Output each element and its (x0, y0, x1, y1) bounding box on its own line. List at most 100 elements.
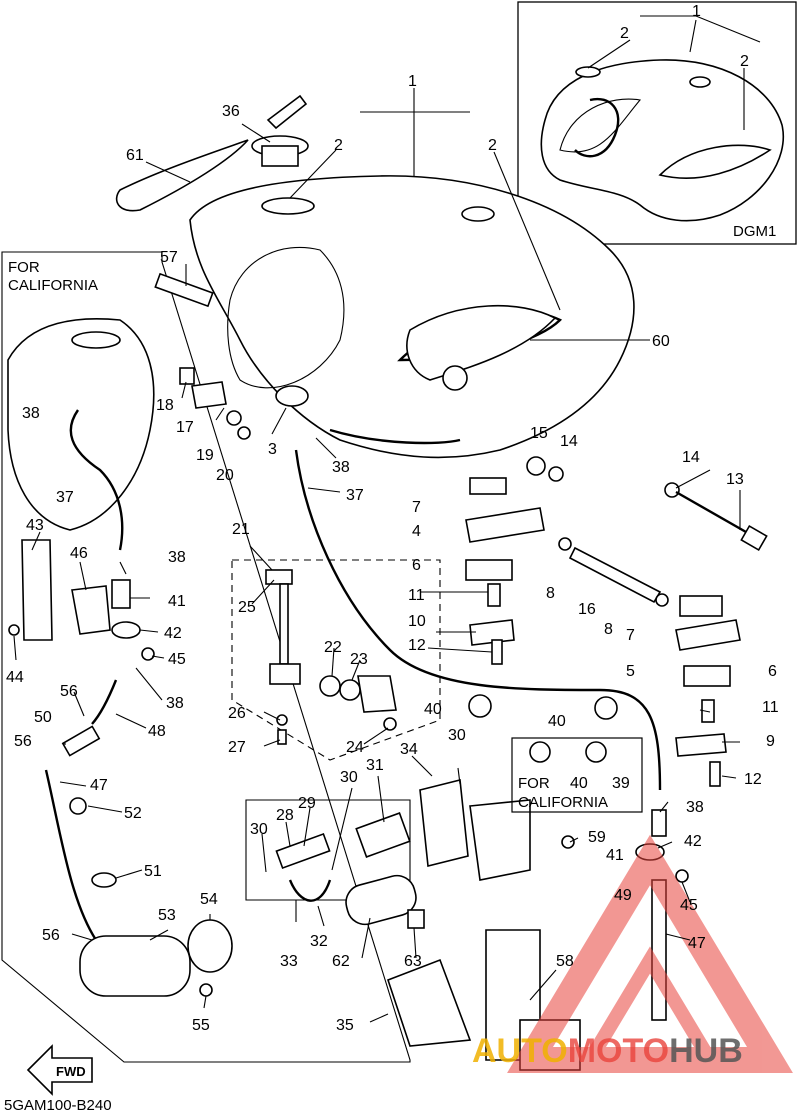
callout-45-right: 45 (680, 897, 698, 914)
callout-37-california: 37 (56, 489, 74, 506)
callout-50: 50 (34, 709, 52, 726)
callout-8-left: 8 (546, 585, 555, 602)
callout-40-inset: 40 (570, 775, 588, 792)
watermark-part3: HUB (669, 1032, 743, 1070)
callout-39: 39 (612, 775, 630, 792)
callout-47-california: 47 (90, 777, 108, 794)
fwd-label: FWD (56, 1064, 86, 1079)
callout-13: 13 (726, 471, 744, 488)
callout-25: 25 (238, 599, 256, 616)
callout-55: 55 (192, 1017, 210, 1034)
watermark-part1: AUTO (472, 1032, 568, 1070)
callout-38-filter: 38 (168, 549, 186, 566)
callout-3: 3 (268, 441, 277, 458)
callout-5: 5 (626, 663, 635, 680)
callout-42-right: 42 (684, 833, 702, 850)
svg-text:AUTOMOTOHUB: AUTOMOTOHUB (472, 1032, 743, 1070)
forward-direction-arrow: FWD (26, 1044, 93, 1096)
callout-31: 31 (366, 757, 384, 774)
callout-61: 61 (126, 147, 144, 164)
callout-38-canister: 38 (22, 405, 40, 422)
callout-15: 15 (530, 425, 548, 442)
callout-56-top: 56 (60, 683, 78, 700)
fuel-tank (189, 175, 635, 459)
dgm1-inset: DGM1 (517, 1, 797, 245)
callout-22: 22 (324, 639, 342, 656)
callout-38-tank: 38 (332, 459, 350, 476)
callout-16: 16 (578, 601, 596, 618)
callout-36: 36 (222, 103, 240, 120)
watermark-logo (507, 834, 793, 1073)
callout-20: 20 (216, 467, 234, 484)
tank-emblem-61 (115, 139, 249, 212)
callout-33: 33 (280, 953, 298, 970)
callout-28: 28 (276, 807, 294, 824)
callout-41-right: 41 (606, 847, 624, 864)
callout-51: 51 (144, 863, 162, 880)
callout-4: 4 (412, 523, 421, 540)
callout-12-left: 12 (408, 637, 426, 654)
diagram-code: 5GAM100-B240 (4, 1097, 112, 1114)
callout-53: 53 (158, 907, 176, 924)
callout-47-right: 47 (688, 935, 706, 952)
callout-12-right: 12 (744, 771, 762, 788)
fuel-pump-group (245, 779, 581, 1071)
callout-30-left: 30 (250, 821, 268, 838)
callout-30-right: 30 (448, 727, 466, 744)
california-panel-label-line1: FOR (8, 259, 40, 276)
callout-11-right: 11 (762, 699, 779, 716)
callout-49: 49 (614, 887, 632, 904)
callout-30-mid: 30 (340, 769, 358, 786)
callout-56-bottom: 56 (42, 927, 60, 944)
hose-clip-40b (594, 696, 618, 720)
filler-cap (251, 94, 309, 167)
callout-38-right: 38 (686, 799, 704, 816)
callout-6-right: 6 (768, 663, 777, 680)
callout-2-right: 2 (488, 137, 497, 154)
callout-41-california: 41 (168, 593, 186, 610)
callout-44: 44 (6, 669, 24, 686)
callout-19: 19 (196, 447, 214, 464)
tank-mount-hardware (465, 456, 768, 787)
california-panel-label-line2: CALIFORNIA (8, 277, 98, 294)
callout-32: 32 (310, 933, 328, 950)
california-clip-inset: FOR CALIFORNIA (511, 737, 643, 813)
leader-lines (13, 15, 761, 1023)
callout-62: 62 (332, 953, 350, 970)
callout-38-hose: 38 (166, 695, 184, 712)
callout-40-right: 40 (548, 713, 566, 730)
callout-37-main: 37 (346, 487, 364, 504)
callout-60: 60 (652, 333, 670, 350)
callout-26: 26 (228, 705, 246, 722)
callout-17: 17 (176, 419, 194, 436)
callout-56-mid: 56 (14, 733, 32, 750)
callout-58: 58 (556, 953, 574, 970)
callout-6-left: 6 (412, 557, 421, 574)
callout-7-right: 7 (626, 627, 635, 644)
callout-23: 23 (350, 651, 368, 668)
callout-1: 1 (408, 73, 417, 90)
california-canister-parts (7, 317, 233, 997)
callout-1-inset: 1 (692, 3, 701, 20)
callout-52: 52 (124, 805, 142, 822)
callout-2-left: 2 (334, 137, 343, 154)
callout-18: 18 (156, 397, 174, 414)
callout-21: 21 (232, 521, 250, 538)
callout-40-left: 40 (424, 701, 442, 718)
callout-27: 27 (228, 739, 246, 756)
callout-10: 10 (408, 613, 426, 630)
callout-34: 34 (400, 741, 418, 758)
callout-2-inset-right: 2 (740, 53, 749, 70)
callout-numbers: 1 1 2 2 2 2 3 4 5 6 6 7 7 8 8 9 10 11 11… (6, 3, 779, 1034)
dgm1-label: DGM1 (733, 223, 776, 240)
callout-59: 59 (588, 829, 606, 846)
callout-7-left: 7 (412, 499, 421, 516)
callout-42-california: 42 (164, 625, 182, 642)
callout-24: 24 (346, 739, 364, 756)
tank-small-parts (154, 272, 309, 440)
callout-2-inset-left: 2 (620, 25, 629, 42)
callout-29: 29 (298, 795, 316, 812)
callout-57: 57 (160, 249, 178, 266)
california-inset-label-line2: CALIFORNIA (518, 794, 608, 811)
